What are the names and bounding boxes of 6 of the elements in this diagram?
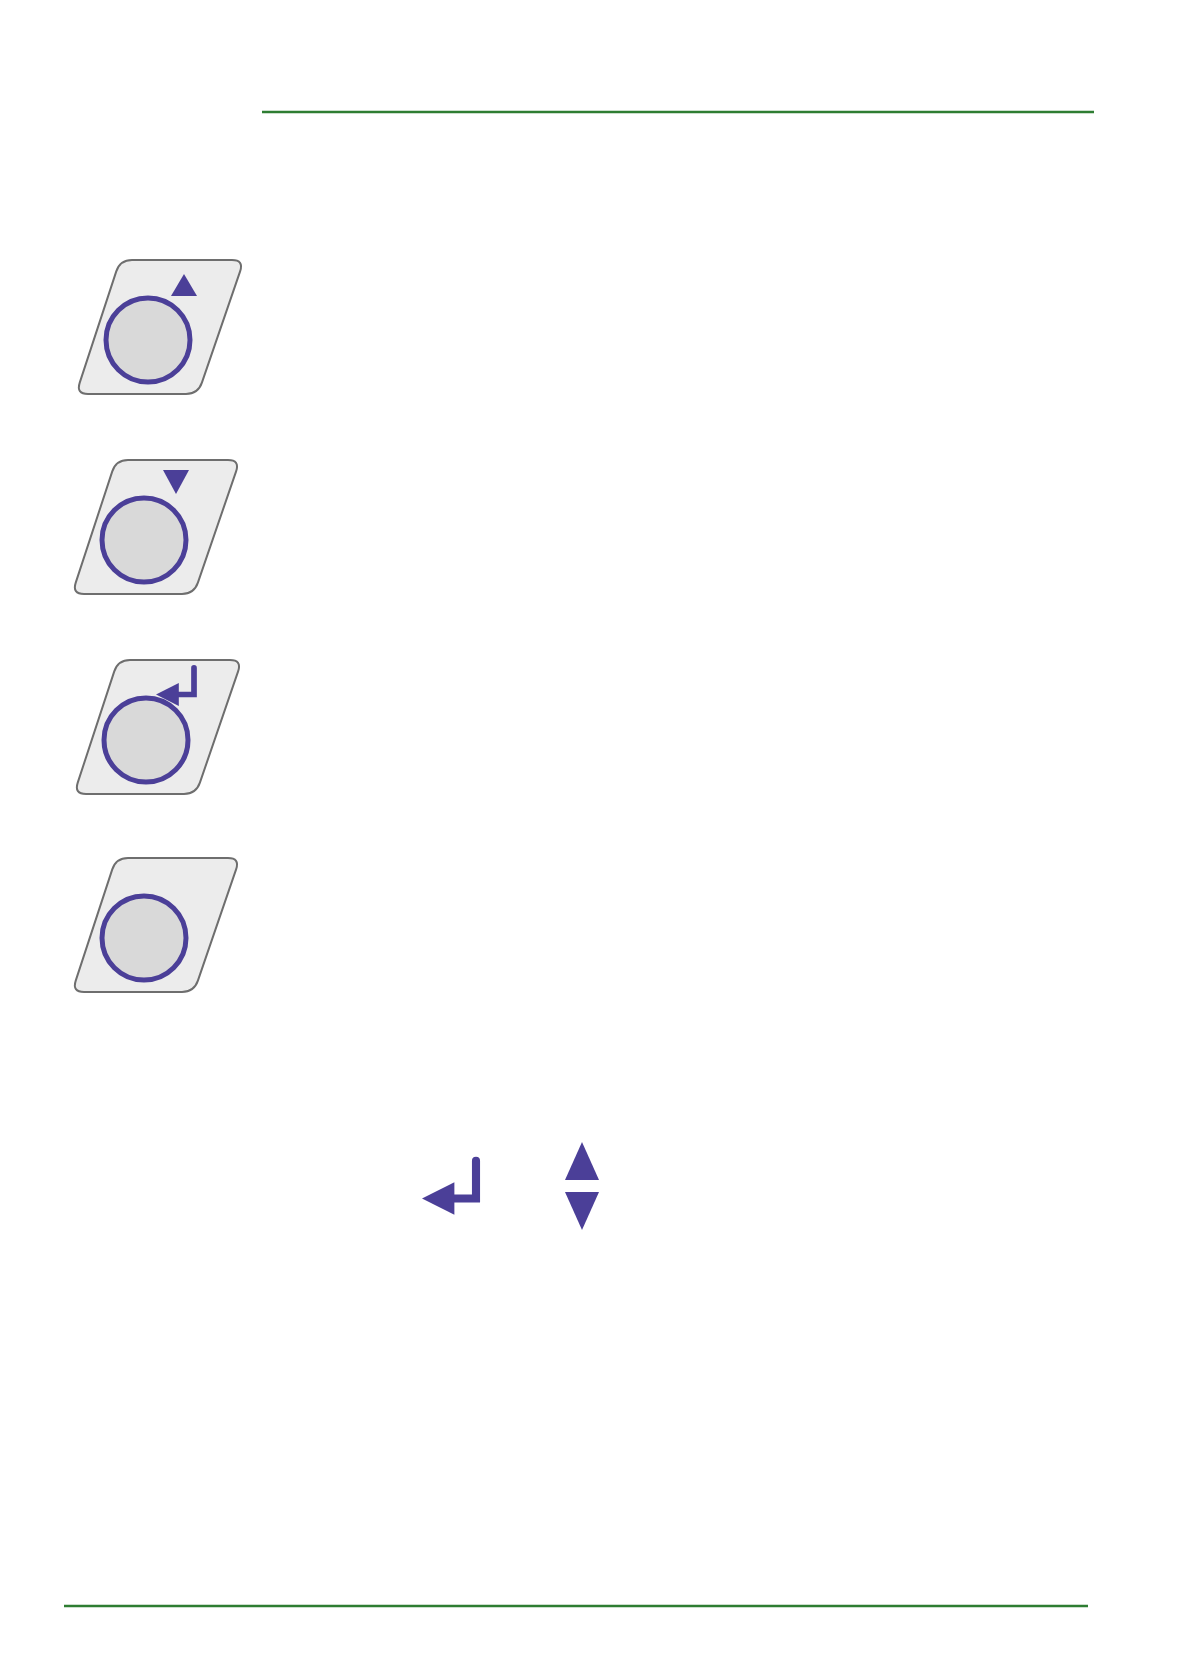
down-button-icon <box>70 458 242 596</box>
enter-button-icon <box>72 658 244 796</box>
round-button-icon <box>70 856 242 994</box>
enter-arrow-icon <box>420 1156 482 1216</box>
up-button-icon <box>74 258 246 396</box>
up-down-arrows-icon <box>564 1142 600 1232</box>
